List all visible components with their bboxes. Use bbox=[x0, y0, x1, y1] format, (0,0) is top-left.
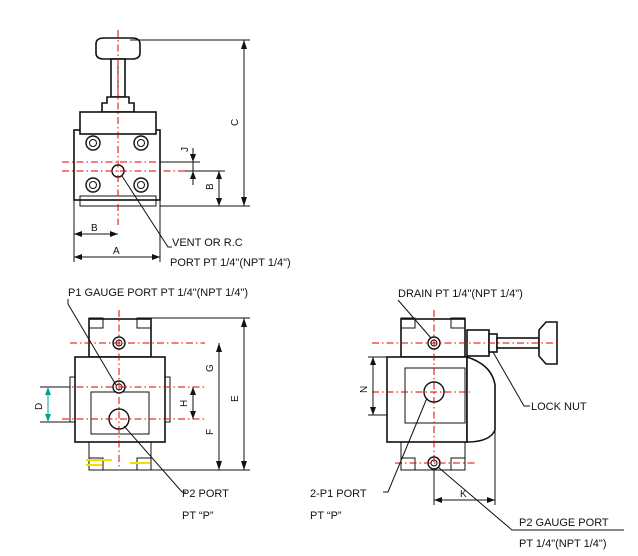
bolt-holes bbox=[85, 135, 149, 193]
vent-port-label-line2: PORT PT 1/4"(NPT 1/4") bbox=[170, 257, 291, 269]
p2-gauge-port-thread-label: PT 1/4"(NPT 1/4") bbox=[519, 538, 607, 550]
side-view-boss bbox=[466, 355, 496, 443]
two-p1-port-label: 2-P1 PORT bbox=[310, 488, 367, 500]
dim-e: E bbox=[230, 395, 241, 402]
dim-g: G bbox=[205, 364, 216, 372]
dim-h: H bbox=[179, 400, 190, 407]
dim-j: J bbox=[180, 147, 191, 152]
drain-port-label: DRAIN PT 1/4"(NPT 1/4") bbox=[398, 288, 523, 300]
two-p1-port-thread-label: PT “P” bbox=[310, 510, 342, 522]
dim-b-right: B bbox=[205, 183, 216, 190]
top-view: C J B B A VENT OR R.C PORT PT 1/4"(NPT 1… bbox=[62, 30, 291, 269]
p2-gauge-port-label: P2 GAUGE PORT bbox=[519, 517, 609, 529]
dim-n: N bbox=[359, 386, 370, 393]
dim-d: D bbox=[34, 403, 45, 410]
dim-b-bottom: B bbox=[91, 223, 98, 234]
dim-c: C bbox=[230, 119, 241, 126]
p2-port-thread-label: PT “P” bbox=[182, 510, 214, 522]
dim-f: F bbox=[205, 429, 216, 435]
dim-k: K bbox=[460, 489, 467, 500]
dim-a: A bbox=[113, 246, 120, 257]
p1-gauge-port-label: P1 GAUGE PORT PT 1/4"(NPT 1/4") bbox=[68, 287, 248, 299]
front-view: G H F E D P1 GAUGE PORT PT 1/4"(NPT 1/4"… bbox=[34, 287, 250, 522]
side-view: N K DRAIN PT 1/4"(NPT 1/4") LOCK NUT 2-P… bbox=[310, 288, 624, 550]
p2-port-label: P2 PORT bbox=[182, 488, 229, 500]
vent-port-label-line1: VENT OR R.C bbox=[172, 237, 243, 249]
lock-nut-label: LOCK NUT bbox=[531, 401, 587, 413]
